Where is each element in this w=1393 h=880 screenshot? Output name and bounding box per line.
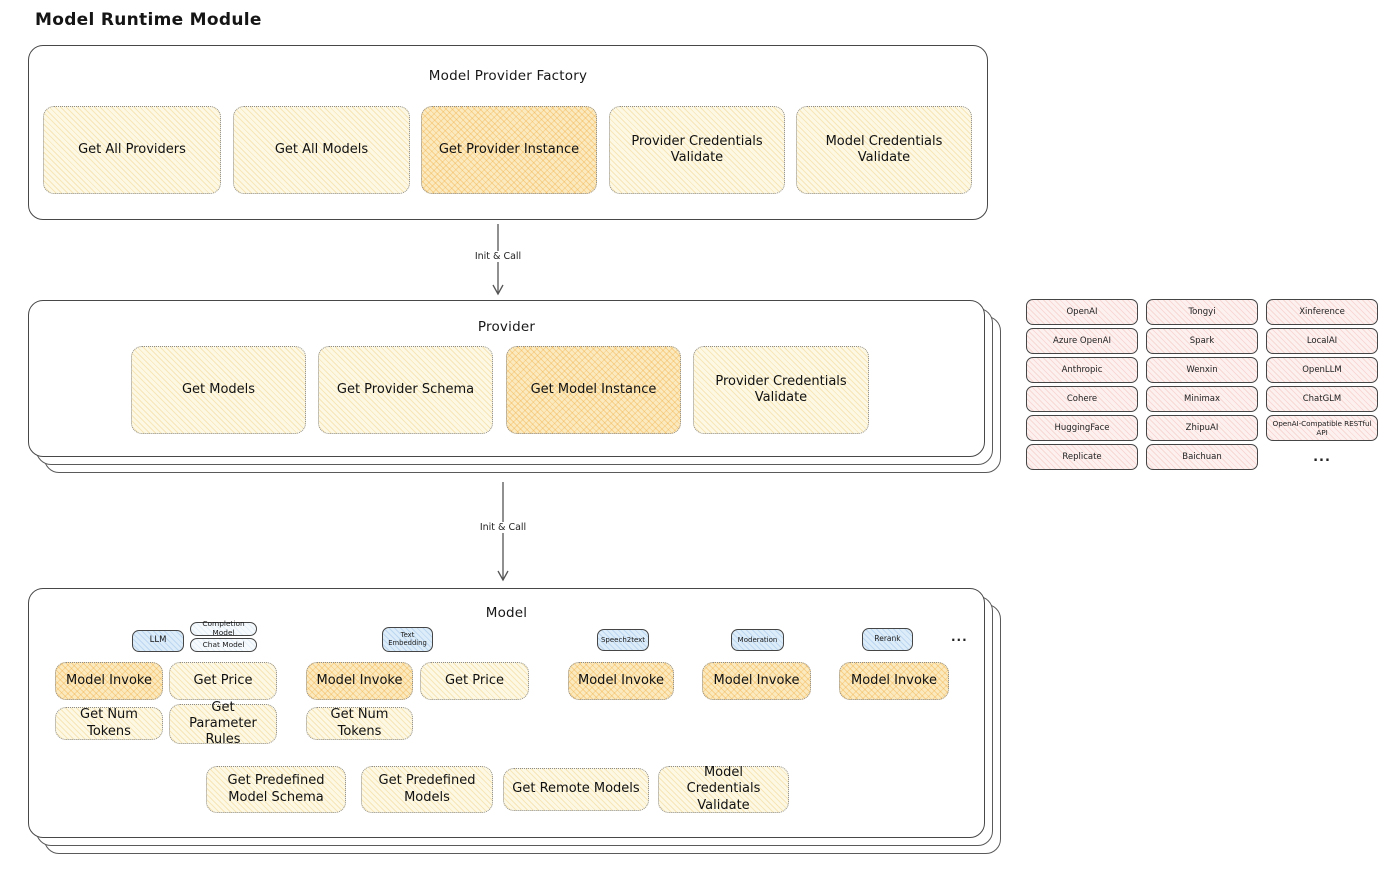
factory-title: Model Provider Factory [428, 68, 588, 84]
model-box-speech2text-model-invoke: Model Invoke [568, 662, 674, 700]
factory-box-get-all-models: Get All Models [233, 106, 410, 194]
pill-replicate: Replicate [1026, 444, 1138, 470]
provider-box-get-provider-schema: Get Provider Schema [318, 346, 493, 434]
pill-xinference: Xinference [1266, 299, 1378, 325]
model-box-llm-model-invoke: Model Invoke [55, 662, 163, 700]
tabs-ellipsis: ... [951, 630, 968, 644]
provider-box-provider-credentials-validate: Provider Credentials Validate [693, 346, 869, 434]
pill-localai: LocalAI [1266, 328, 1378, 354]
factory-box-model-credentials-validate: Model Credentials Validate [796, 106, 972, 194]
factory-card: Model Provider Factory Get All Providers… [28, 45, 988, 220]
init-call-label-2: Init & Call [476, 522, 530, 533]
model-box-rerank-model-invoke: Model Invoke [839, 662, 949, 700]
tab-text-embedding: Text Embedding [382, 627, 433, 652]
model-title: Model [485, 605, 528, 621]
factory-box-get-provider-instance: Get Provider Instance [421, 106, 597, 194]
pill-cohere: Cohere [1026, 386, 1138, 412]
model-card: Model LLM Completion Model Chat Model Te… [28, 588, 985, 838]
model-box-llm-get-parameter-rules: Get Parameter Rules [169, 700, 277, 747]
pill-wenxin: Wenxin [1146, 357, 1258, 383]
model-box-llm-get-price: Get Price [169, 662, 277, 700]
tab-moderation: Moderation [731, 629, 784, 651]
pill-spark: Spark [1146, 328, 1258, 354]
provider-grid-ellipsis: ... [1313, 449, 1331, 465]
tab-speech2text: Speech2text [597, 629, 649, 651]
pill-anthropic: Anthropic [1026, 357, 1138, 383]
model-box-get-remote-models: Get Remote Models [503, 768, 649, 811]
pill-openai: OpenAI [1026, 299, 1138, 325]
model-box-llm-get-num-tokens: Get Num Tokens [55, 707, 163, 740]
tab-rerank: Rerank [862, 628, 913, 651]
provider-grid: OpenAI Tongyi Xinference Azure OpenAI Sp… [1026, 299, 1378, 470]
model-box-get-predefined-models: Get Predefined Models [361, 766, 493, 813]
pill-tongyi: Tongyi [1146, 299, 1258, 325]
model-box-embedding-model-invoke: Model Invoke [306, 662, 413, 700]
pill-zhipuai: ZhipuAI [1146, 415, 1258, 441]
pill-chatglm: ChatGLM [1266, 386, 1378, 412]
model-box-moderation-model-invoke: Model Invoke [702, 662, 811, 700]
pill-huggingface: HuggingFace [1026, 415, 1138, 441]
pill-azure-openai: Azure OpenAI [1026, 328, 1138, 354]
pill-openai-compatible-restful-api: OpenAI-Compatible RESTful API [1266, 415, 1378, 441]
page-title: Model Runtime Module [35, 10, 262, 30]
tab-llm: LLM [132, 630, 184, 652]
init-call-label-1: Init & Call [471, 251, 525, 262]
provider-card: Provider Get Models Get Provider Schema … [28, 300, 985, 457]
tab-chat-model: Chat Model [190, 638, 257, 652]
factory-box-get-all-providers: Get All Providers [43, 106, 221, 194]
model-box-get-predefined-model-schema: Get Predefined Model Schema [206, 766, 346, 813]
model-box-embedding-get-price: Get Price [420, 662, 529, 700]
provider-title: Provider [477, 319, 536, 335]
provider-box-get-model-instance: Get Model Instance [506, 346, 681, 434]
tab-completion-model: Completion Model [190, 620, 257, 637]
pill-baichuan: Baichuan [1146, 444, 1258, 470]
model-box-embedding-get-num-tokens: Get Num Tokens [306, 707, 413, 740]
pill-openllm: OpenLLM [1266, 357, 1378, 383]
model-box-model-credentials-validate: Model Credentials Validate [658, 765, 789, 813]
pill-minimax: Minimax [1146, 386, 1258, 412]
provider-box-get-models: Get Models [131, 346, 306, 434]
factory-box-provider-credentials-validate: Provider Credentials Validate [609, 106, 785, 194]
